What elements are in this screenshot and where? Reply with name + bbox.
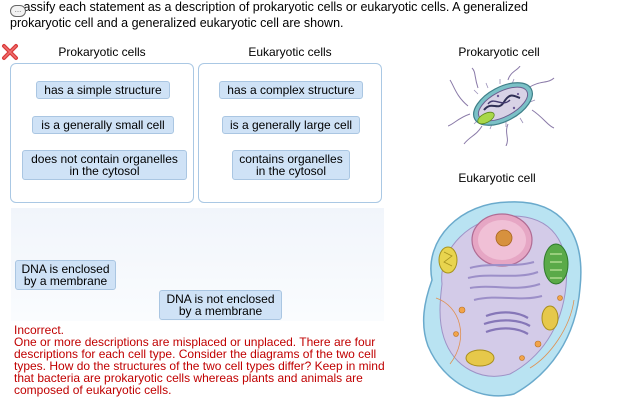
chip-prok-no-organelles[interactable]: does not contain organelles in the cytos… (22, 150, 187, 180)
chip-euk-organelles[interactable]: contains organelles in the cytosol (232, 150, 350, 180)
instructions-line2: prokaryotic cell and a generalized eukar… (10, 16, 344, 30)
feedback-heading: Incorrect. (14, 323, 65, 337)
prokaryotic-cell-illustration (448, 66, 555, 146)
chip-dna-enclosed[interactable]: DNA is enclosed by a membrane (15, 260, 116, 290)
chip-dna-not-enclosed[interactable]: DNA is not enclosed by a membrane (159, 290, 282, 320)
feedback-panel: Incorrect. One or more descriptions are … (14, 324, 394, 396)
instructions-line1: assify each statement as a description o… (23, 0, 528, 14)
eukaryotic-cell-label: Eukaryotic cell (458, 171, 536, 185)
instructions: … assify each statement as a description… (10, 1, 570, 29)
chip-prok-small-cell[interactable]: is a generally small cell (32, 116, 174, 134)
eukaryotic-column-title: Eukaryotic cells (248, 45, 332, 59)
x-incorrect-icon (2, 44, 18, 60)
prokaryotic-cell-label: Prokaryotic cell (458, 45, 540, 59)
eukaryotic-cell-illustration (422, 201, 582, 397)
chat-bubble-icon[interactable]: … (10, 5, 26, 17)
feedback-body: One or more descriptions are misplaced o… (14, 335, 385, 397)
chip-euk-large-cell[interactable]: is a generally large cell (222, 116, 360, 134)
chip-euk-complex-structure[interactable]: has a complex structure (219, 81, 363, 99)
chip-prok-simple-structure[interactable]: has a simple structure (36, 81, 170, 99)
prokaryotic-column-title: Prokaryotic cells (58, 45, 146, 59)
